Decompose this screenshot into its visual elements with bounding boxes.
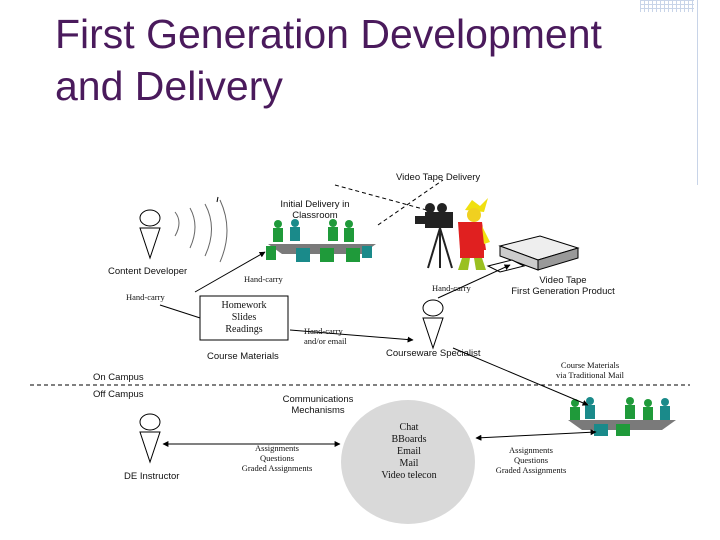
classroom-top-icon [266, 219, 376, 262]
arrow-communications-remote [475, 429, 597, 441]
label-left-assignments: Assignments [255, 443, 299, 453]
arrow-materials-to-specialist [289, 329, 414, 343]
label-video-tape-line-1: Video Tape [539, 275, 587, 286]
video-camera-icon [415, 198, 490, 270]
label-video-tape-line-2: First Generation Product [511, 286, 615, 297]
label-chat: Chat [399, 422, 419, 433]
title-line-2: and Delivery [55, 63, 283, 109]
content-developer-person-icon [139, 209, 161, 260]
classroom-remote-icon [568, 397, 676, 436]
label-content-developer: Content Developer [108, 266, 188, 277]
label-readings: Readings [225, 324, 263, 335]
label-hand-carry-email-line-1: Hand-carry [304, 326, 343, 336]
label-communications-list: Chat BBoards Email Mail Video telecon [368, 422, 450, 482]
label-traditional-mail: Course Materials via Traditional Mail [548, 360, 632, 380]
label-video-tape-delivery: Video Tape Delivery [396, 172, 481, 183]
label-homework-box: Homework Slides Readings [200, 300, 288, 336]
label-left-graded-assignments: Graded Assignments [241, 463, 313, 473]
label-hand-carry-right: Hand-carry [432, 283, 471, 293]
label-mail: Mail [399, 458, 419, 469]
label-communications-mechanisms: Communications Mechanisms [272, 394, 364, 416]
label-hand-carry-top: Hand-carry [244, 274, 283, 284]
label-email: Email [397, 446, 421, 457]
label-right-assignments: Assignments [509, 445, 553, 455]
label-hand-carry-left: Hand-carry [126, 292, 165, 302]
label-video-telecon: Video telecon [381, 470, 437, 481]
label-mechanisms: Mechanisms [291, 405, 345, 416]
title-line-1: First Generation Development [55, 11, 602, 57]
label-bboards: BBoards [391, 434, 427, 445]
arrow-specialist-to-remote-classroom [452, 347, 589, 406]
dashed-line-classroom-camera [377, 179, 444, 226]
label-hand-carry-email: Hand-carry and/or email [304, 326, 347, 346]
label-de-instructor: DE Instructor [124, 471, 180, 482]
label-initial-delivery: Initial Delivery in Classroom [268, 199, 362, 221]
label-hand-carry-email-line-2: and/or email [304, 336, 347, 346]
label-communications: Communications [282, 394, 354, 405]
label-off-campus: Off Campus [93, 389, 144, 400]
label-right-questions: Questions [514, 455, 548, 465]
corner-grid-decoration [640, 0, 694, 12]
label-on-campus: On Campus [93, 372, 144, 383]
label-remote-exchanges: Assignments Questions Graded Assignments [490, 445, 572, 475]
label-video-tape-product: Video Tape First Generation Product [500, 275, 626, 297]
courseware-specialist-person-icon [422, 299, 444, 350]
signal-waves-icon [174, 199, 228, 263]
homework-box [199, 295, 289, 341]
label-courseware-specialist: Courseware Specialist [386, 348, 481, 359]
label-right-graded-assignments: Graded Assignments [495, 465, 567, 475]
de-instructor-person-icon [139, 413, 161, 464]
label-traditional-mail-line-2: via Traditional Mail [556, 370, 624, 380]
label-instructor-exchanges: Assignments Questions Graded Assignments [236, 443, 318, 473]
arrow-specialist-to-video [437, 264, 511, 299]
label-left-questions: Questions [260, 453, 294, 463]
label-slides: Slides [231, 312, 257, 323]
label-initial-delivery-line-1: Initial Delivery in [280, 199, 350, 210]
label-homework: Homework [221, 300, 267, 311]
arrow-developer-to-classroom [194, 251, 266, 293]
tick-mark [216, 196, 219, 203]
label-initial-delivery-line-2: Classroom [292, 210, 338, 221]
corner-vertical-line [697, 0, 698, 185]
dashed-line-video-tape [334, 184, 446, 216]
label-traditional-mail-line-1: Course Materials [560, 360, 620, 370]
page-title: First Generation Development and Deliver… [55, 8, 602, 112]
label-course-materials: Course Materials [207, 351, 279, 362]
communications-circle [341, 400, 475, 524]
vcr-tape-player-icon [486, 235, 580, 273]
